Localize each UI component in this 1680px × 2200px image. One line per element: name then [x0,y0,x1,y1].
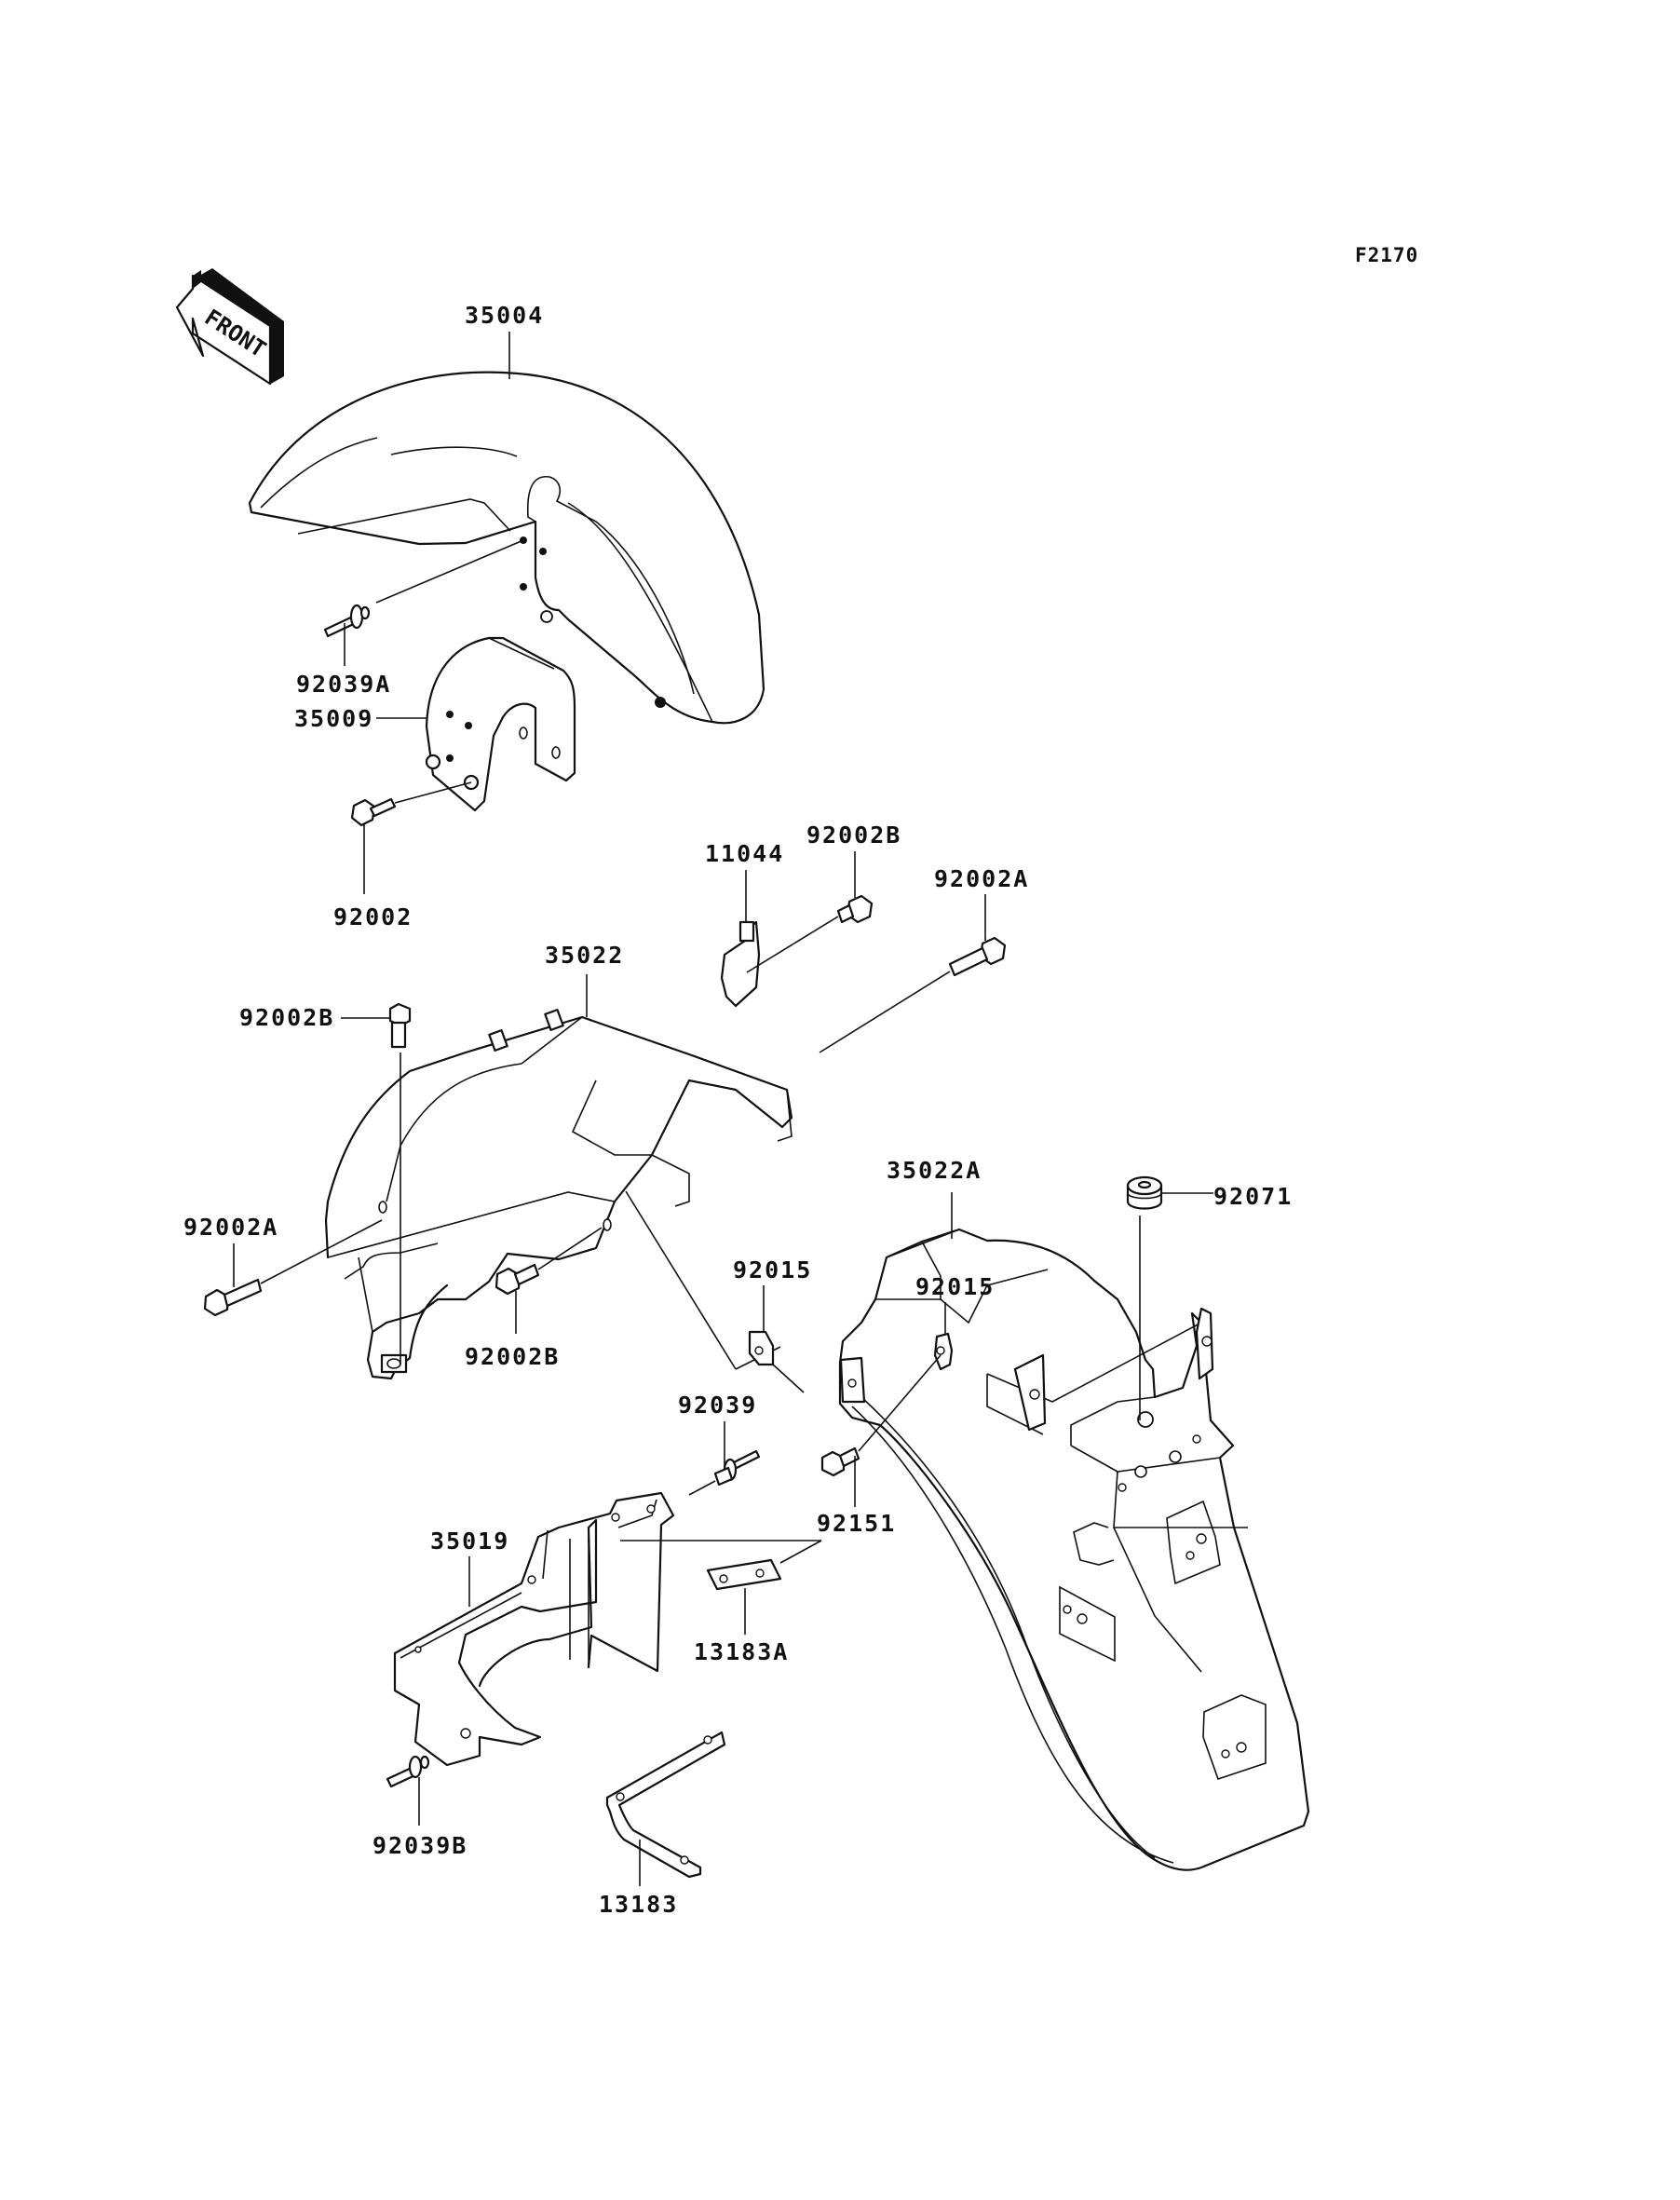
bolt-92002b-lower [495,1227,603,1296]
front-arrow-icon: FRONT [175,268,284,386]
label-35019[interactable]: 35019 [430,1528,509,1555]
bolt-92002b-top [746,894,874,973]
label-35022a[interactable]: 35022A [887,1157,982,1184]
label-92002[interactable]: 92002 [333,903,413,930]
inner-flap-35019 [393,1491,675,1767]
leader-13183a-diag [779,1540,822,1564]
label-13183[interactable]: 13183 [599,1891,678,1918]
label-92039b[interactable]: 92039B [373,1832,467,1859]
label-11044[interactable]: 11044 [705,840,784,867]
bolt-92039 [713,1449,761,1487]
leader-rear-fender-link [625,1190,737,1370]
label-92039[interactable]: 92039 [678,1392,757,1419]
label-92002a-top[interactable]: 92002A [934,865,1029,892]
nut-92015-left [748,1330,805,1393]
bolt-92002a-left [203,1219,383,1317]
rear-fender [838,1228,1310,1871]
label-35022[interactable]: 35022 [545,942,624,969]
label-92015-left[interactable]: 92015 [733,1256,812,1283]
bolt-92002a-top [819,936,1007,1053]
label-92002b-top[interactable]: 92002B [806,822,901,849]
label-13183a[interactable]: 13183A [694,1638,789,1665]
label-35004[interactable]: 35004 [465,302,544,329]
bolt-92039b [386,1755,430,1788]
label-92002b-lower[interactable]: 92002B [465,1343,560,1370]
label-92002a-left[interactable]: 92002A [183,1214,278,1241]
fender-bracket [425,636,576,812]
figure-code: F2170 [1355,244,1418,266]
label-92002b-left[interactable]: 92002B [239,1004,334,1031]
plate-13183a [706,1558,782,1591]
bolt-92039a [323,604,371,638]
clamp-11044 [720,920,761,1008]
rear-inner-fender [324,1009,793,1380]
label-92015-right[interactable]: 92015 [915,1273,995,1300]
bolt-92151 [820,1354,942,1477]
leader-92039-axis [688,1480,716,1496]
label-35009[interactable]: 35009 [294,705,373,732]
front-fender [248,371,765,725]
bolt-92002 [350,781,472,827]
grommet-92071 [1126,1175,1163,1210]
stay-13183 [605,1731,726,1879]
label-92151[interactable]: 92151 [817,1510,896,1537]
label-92039a[interactable]: 92039A [296,671,391,698]
bolt-92002b-left [388,1002,412,1049]
label-92071[interactable]: 92071 [1213,1183,1293,1210]
nut-92015-right [933,1332,954,1371]
